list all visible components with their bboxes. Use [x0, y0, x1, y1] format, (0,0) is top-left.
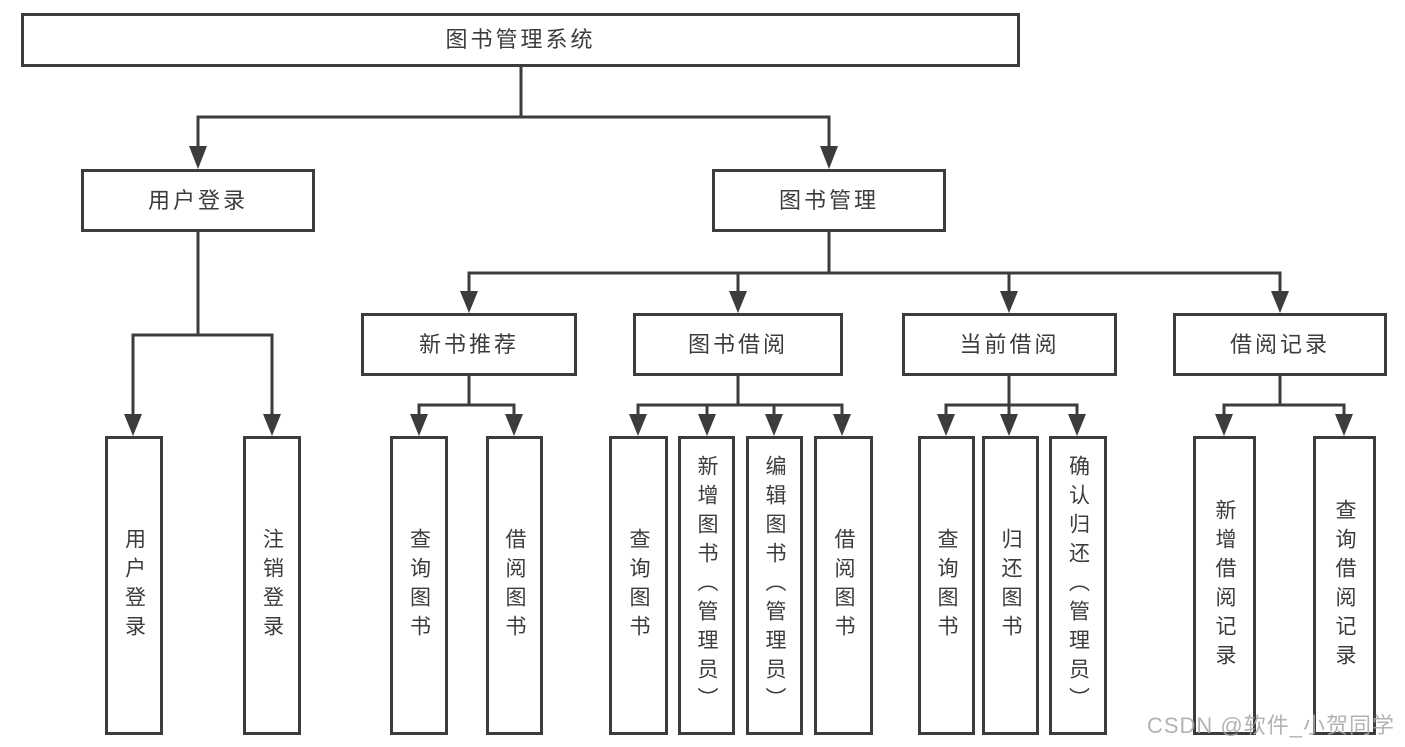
arrowhead-icon [698, 414, 716, 436]
node-library-management-system: 图书管理系统 [21, 13, 1020, 67]
arrowhead-icon [937, 414, 955, 436]
arrowhead-icon [1000, 414, 1018, 436]
arrowhead-icon [1215, 414, 1233, 436]
node-current-borrowing: 当前借阅 [902, 313, 1117, 376]
arrowhead-icon [1271, 291, 1289, 313]
leaf-add-borrow-record: 新增借阅记录 [1193, 436, 1256, 735]
connector-user-login-to-children [131, 230, 274, 418]
arrowhead-icon [729, 291, 747, 313]
arrowheads [124, 146, 1353, 436]
node-label: 编辑图书（管理员） [763, 455, 786, 716]
arrowhead-icon [505, 414, 523, 436]
node-user-login: 用户登录 [81, 169, 315, 232]
arrowhead-icon [1068, 414, 1086, 436]
leaf-query-books-recommend: 查询图书 [390, 436, 448, 735]
arrowhead-icon [263, 414, 281, 436]
arrowhead-icon [124, 414, 142, 436]
arrowhead-icon [460, 291, 478, 313]
node-label: 用户登录 [147, 187, 248, 213]
node-label: 新增图书（管理员） [695, 455, 718, 716]
node-book-management: 图书管理 [712, 169, 946, 232]
node-label: 查询借阅记录 [1333, 498, 1356, 673]
csdn-watermark: CSDN @软件_小贺同学 [1146, 713, 1395, 738]
node-label: 新增借阅记录 [1213, 498, 1236, 673]
leaf-edit-books-admin: 编辑图书（管理员） [746, 436, 803, 735]
node-label: 借阅图书 [503, 527, 526, 644]
leaf-logout: 注销登录 [243, 436, 301, 735]
arrowhead-icon [1000, 291, 1018, 313]
node-label: 用户登录 [122, 527, 146, 644]
leaf-borrow-books-recommend: 借阅图书 [486, 436, 543, 735]
arrowhead-icon [1335, 414, 1353, 436]
leaf-borrow-books: 借阅图书 [814, 436, 873, 735]
leaf-query-books-borrow: 查询图书 [609, 436, 668, 735]
node-label: 归还图书 [999, 527, 1022, 644]
node-label: 查询图书 [627, 527, 650, 644]
node-book-borrowing: 图书借阅 [633, 313, 843, 376]
connector-current-borrowing-to-children [944, 374, 1079, 420]
leaf-query-borrow-record: 查询借阅记录 [1313, 436, 1376, 735]
node-label: 图书管理 [778, 187, 879, 213]
connector-borrowing-records-to-children [1222, 374, 1346, 420]
node-label: 查询图书 [407, 527, 431, 644]
node-label: 图书管理系统 [445, 27, 596, 52]
node-label: 注销登录 [260, 527, 284, 644]
arrowhead-icon [833, 414, 851, 436]
leaf-add-books-admin: 新增图书（管理员） [678, 436, 735, 735]
arrowhead-icon [629, 414, 647, 436]
node-borrowing-records: 借阅记录 [1173, 313, 1387, 376]
leaf-query-books-current: 查询图书 [918, 436, 975, 735]
leaf-confirm-return-admin: 确认归还（管理员） [1049, 436, 1107, 735]
node-label: 图书借阅 [687, 331, 788, 357]
node-label: 当前借阅 [959, 331, 1060, 357]
node-label: 借阅记录 [1229, 331, 1330, 357]
arrowhead-icon [765, 414, 783, 436]
node-label: 新书推荐 [418, 331, 519, 357]
leaf-return-books: 归还图书 [982, 436, 1039, 735]
node-label: 查询图书 [935, 527, 958, 644]
arrowhead-icon [410, 414, 428, 436]
connector-book-borrowing-to-children [636, 374, 844, 420]
arrowhead-icon [189, 146, 207, 169]
arrowhead-icon [820, 146, 838, 169]
node-label: 确认归还（管理员） [1066, 455, 1090, 716]
connector-new-book-recommendation-to-children [417, 374, 516, 420]
connector-root-to-children [196, 65, 831, 152]
leaf-user-login: 用户登录 [105, 436, 163, 735]
connector-book-management-to-children [467, 230, 1282, 296]
node-label: 借阅图书 [832, 527, 855, 644]
node-new-book-recommendation: 新书推荐 [361, 313, 577, 376]
